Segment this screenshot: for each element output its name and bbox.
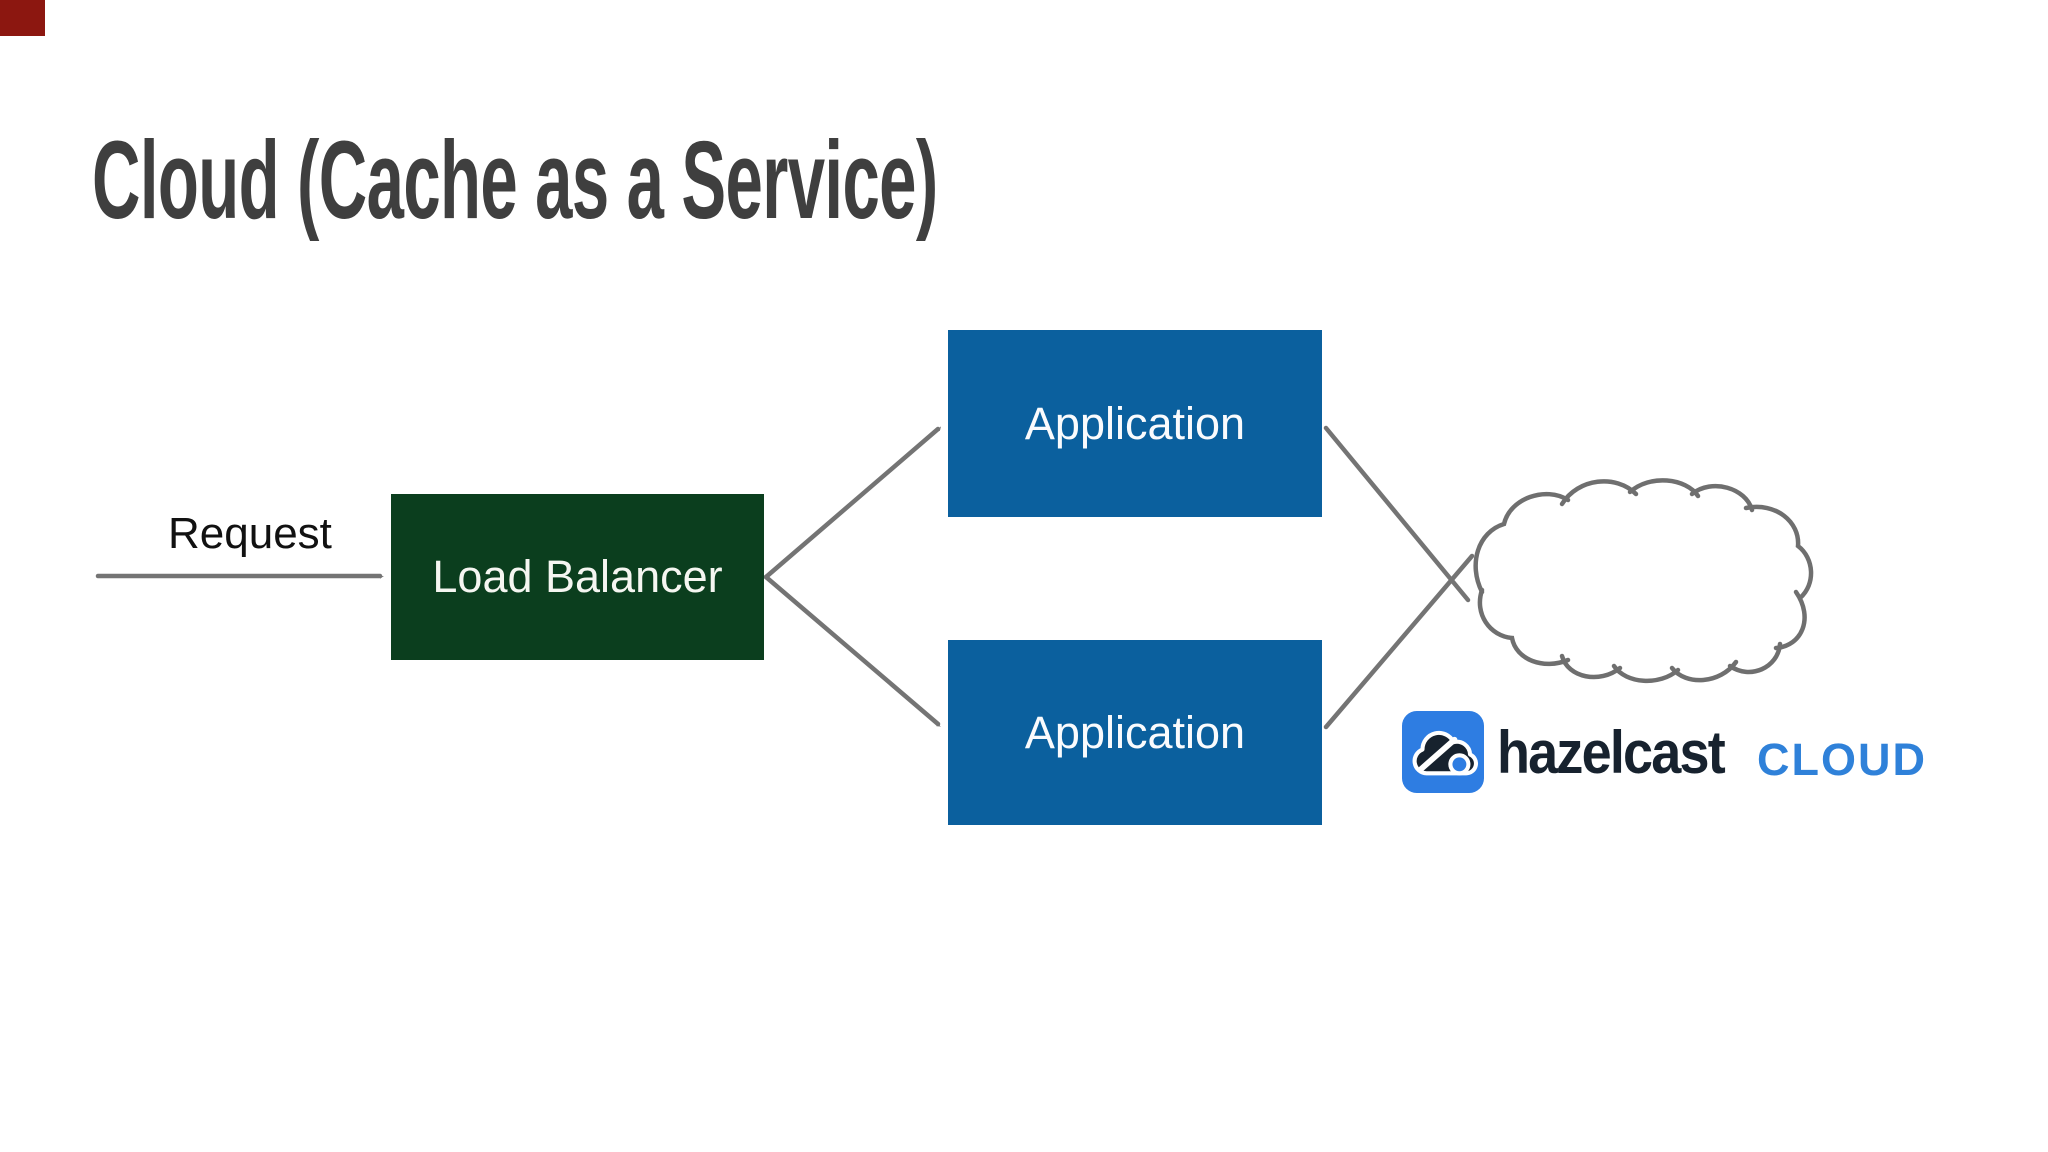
load-balancer-node: Load Balancer	[391, 494, 764, 660]
load-balancer-label: Load Balancer	[432, 551, 723, 602]
hazelcast-cloud-icon	[1402, 711, 1484, 793]
corner-marker	[0, 0, 45, 36]
app2-to-cloud-line	[1323, 553, 1475, 730]
cloud-outline	[1473, 478, 1814, 684]
logo-brand-text: hazelcast	[1497, 719, 1726, 786]
application-label: Application	[1024, 706, 1246, 758]
application-node-2: Application	[948, 640, 1322, 825]
lb-to-app1-arrow	[763, 429, 938, 580]
application-node-1: Application	[948, 330, 1322, 517]
logo-product-text: CLOUD	[1757, 734, 1927, 785]
app1-to-cloud-line	[1323, 425, 1471, 603]
page-title: Cloud (Cache as a Service)	[92, 118, 938, 242]
cloud-fill	[1474, 481, 1812, 681]
network-cloud	[1473, 478, 1814, 684]
application-label: Application	[1024, 397, 1246, 449]
request-label: Request	[168, 509, 332, 558]
lb-to-app2-arrow	[763, 574, 938, 724]
